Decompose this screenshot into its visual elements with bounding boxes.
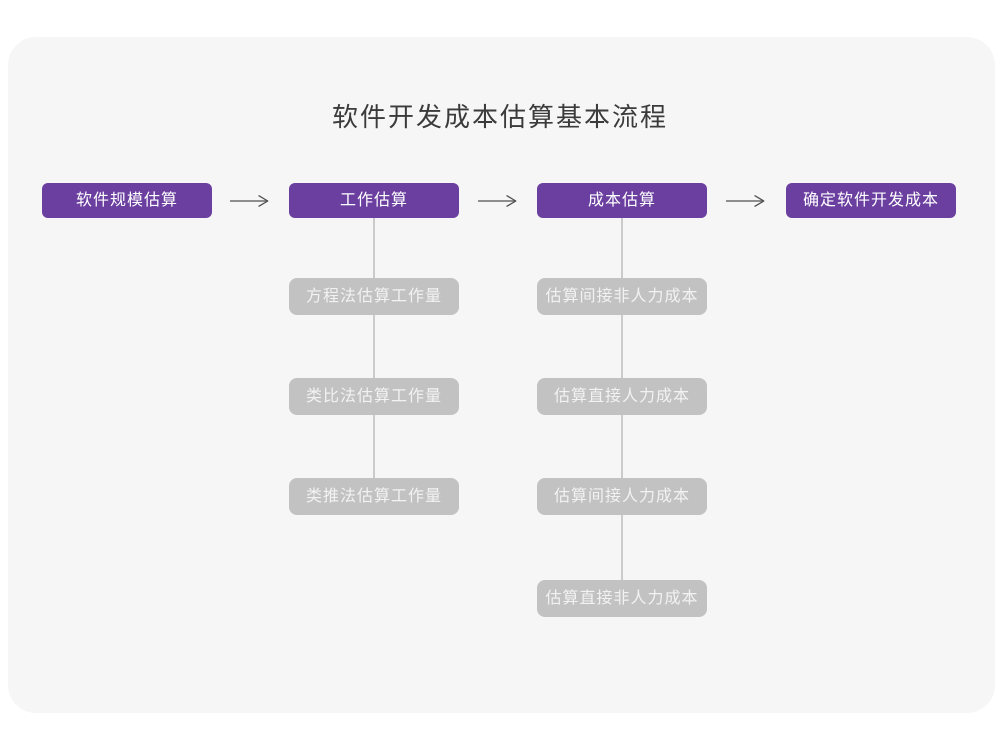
sub-node-comparison-method: 类比法估算工作量: [289, 378, 459, 415]
sub-node-equation-method: 方程法估算工作量: [289, 278, 459, 315]
sub-node-indirect-labor-cost: 估算间接人力成本: [537, 478, 707, 515]
flow-node-cost-estimation: 成本估算: [537, 183, 707, 218]
canvas-card: [8, 37, 995, 713]
sub-node-direct-nonlabor-cost: 估算直接非人力成本: [537, 580, 707, 617]
arrow-right-icon: [478, 195, 517, 207]
flow-node-work-estimation: 工作估算: [289, 183, 459, 218]
arrow-right-icon: [726, 195, 765, 207]
arrow-right-icon: [230, 195, 269, 207]
sub-node-indirect-nonlabor-cost: 估算间接非人力成本: [537, 278, 707, 315]
flow-node-software-scale-estimation: 软件规模估算: [42, 183, 212, 218]
sub-node-analogy-method: 类推法估算工作量: [289, 478, 459, 515]
connector-line-work-column: [373, 217, 375, 497]
sub-node-direct-labor-cost: 估算直接人力成本: [537, 378, 707, 415]
diagram-title: 软件开发成本估算基本流程: [331, 102, 668, 132]
flow-node-determine-development-cost: 确定软件开发成本: [786, 183, 956, 218]
